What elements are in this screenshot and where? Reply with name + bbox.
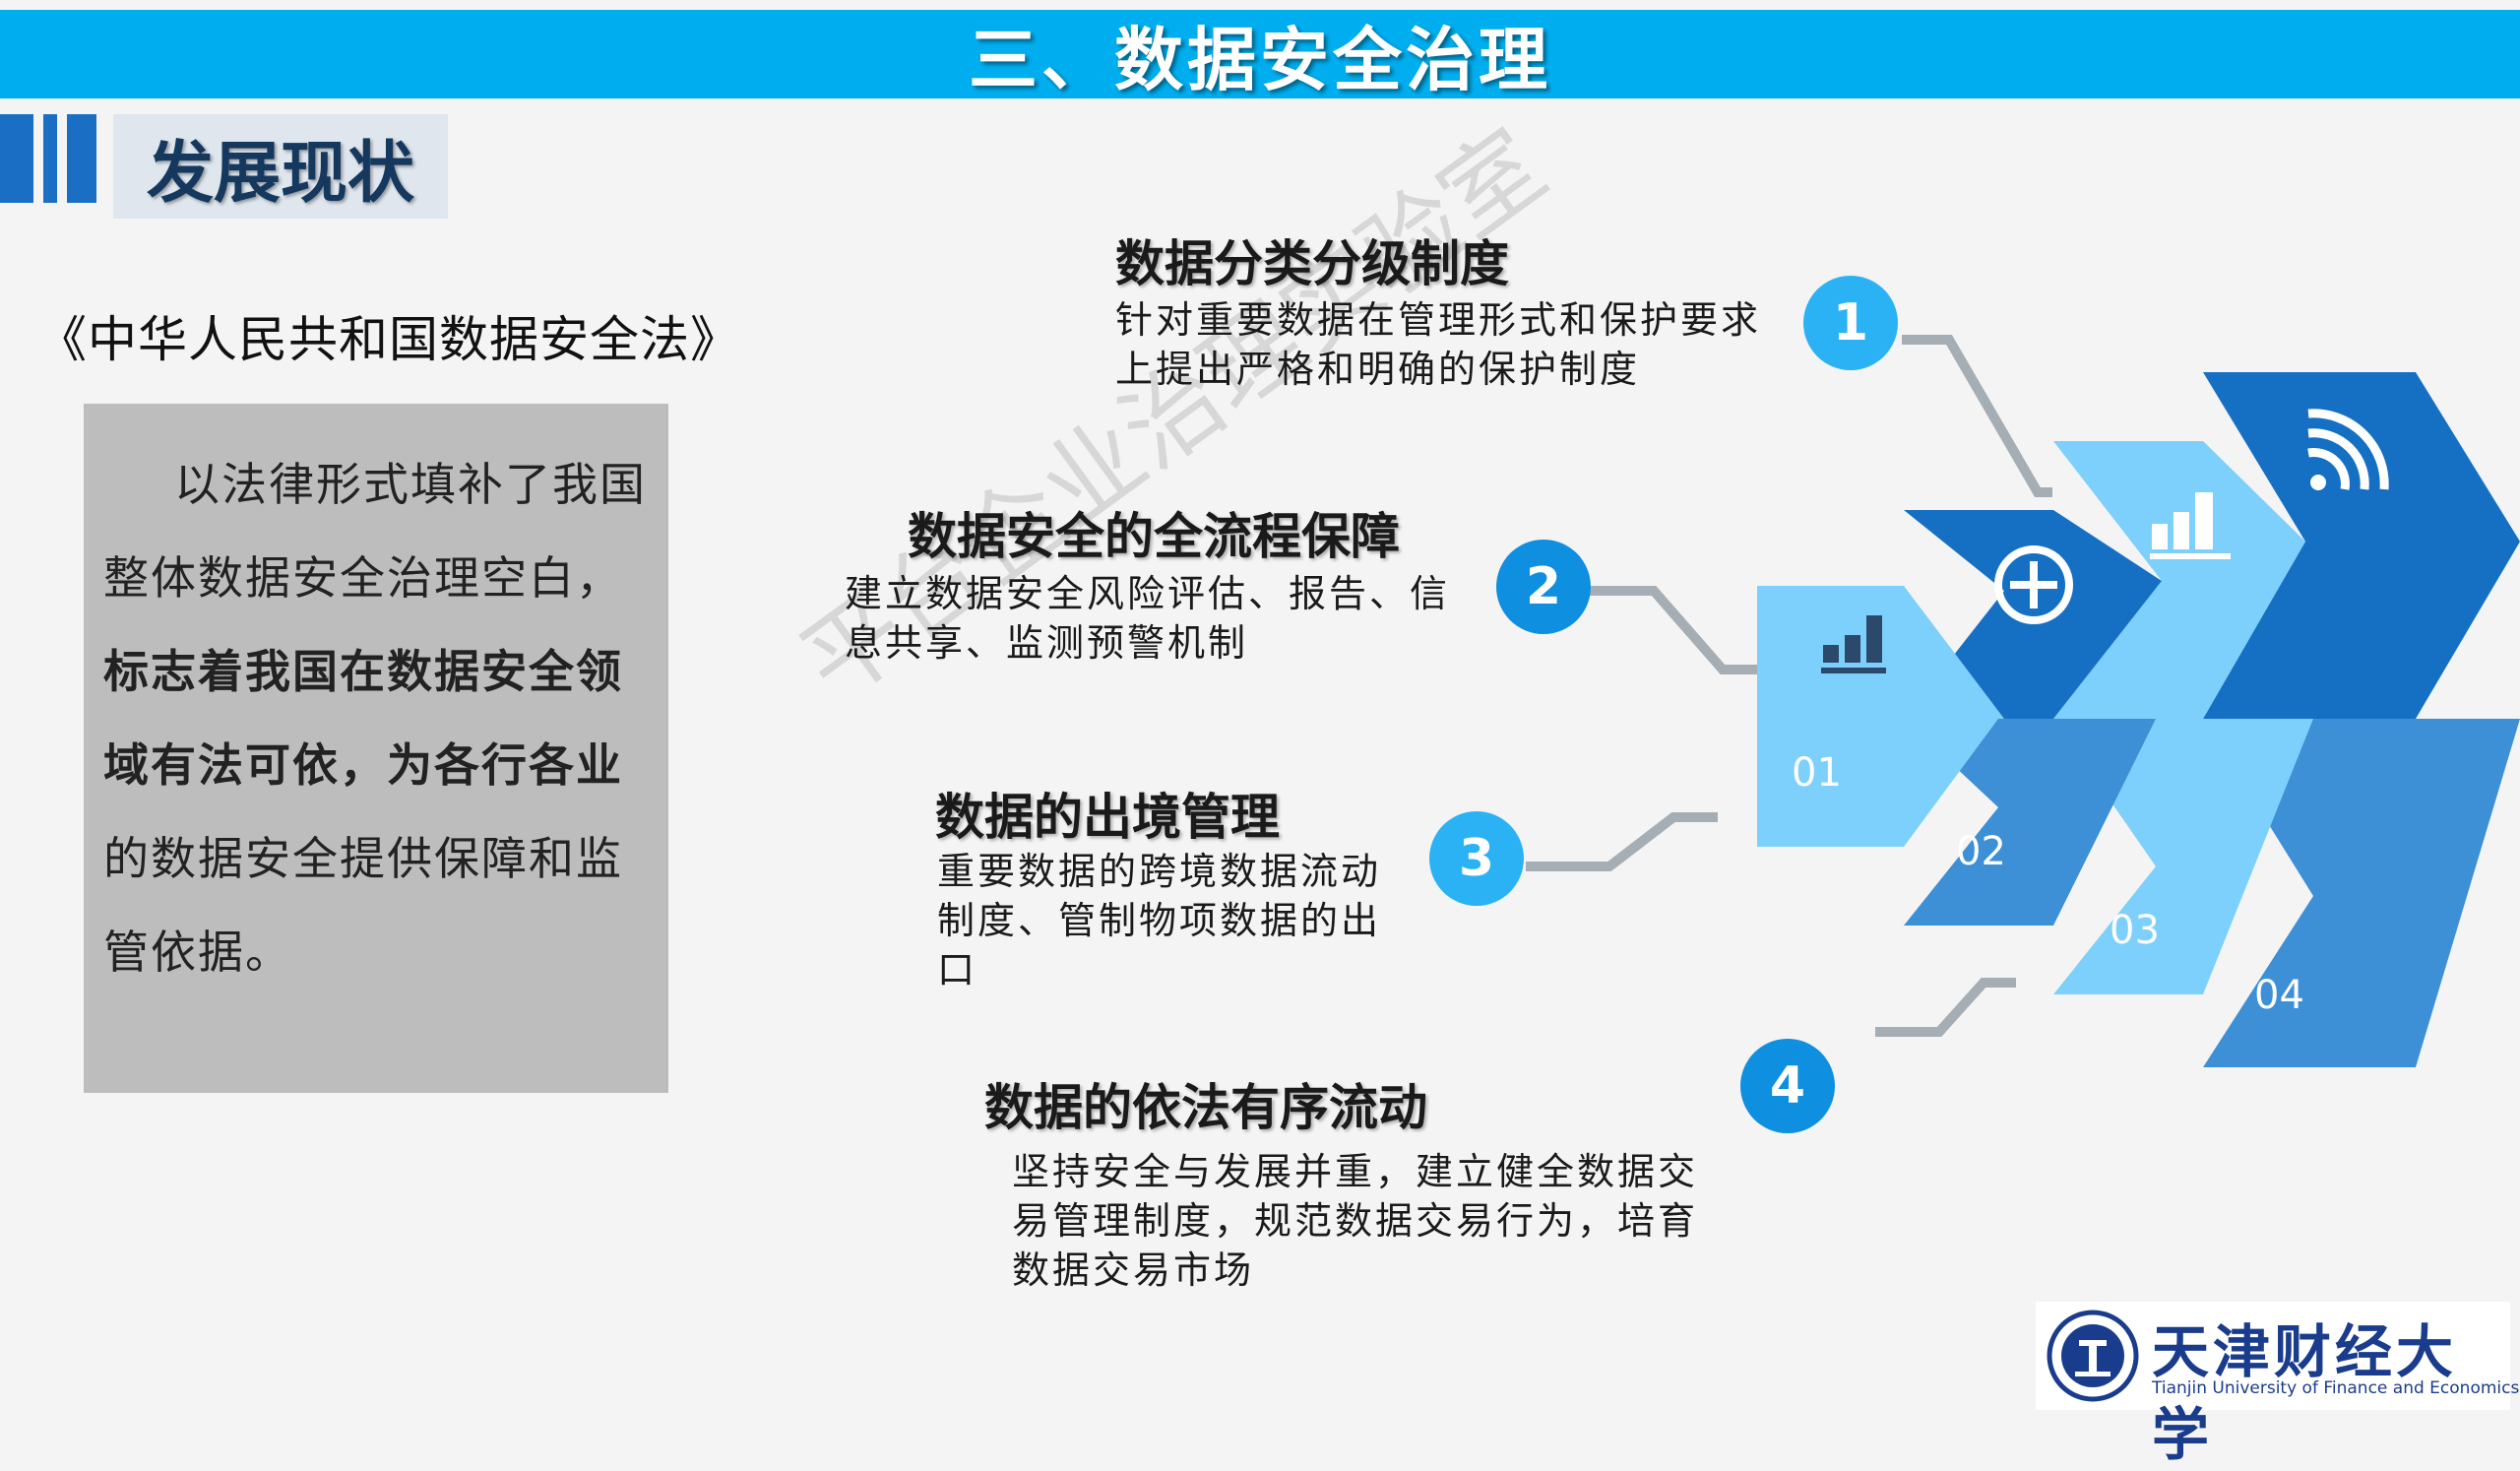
chevron-03-top: [2053, 441, 2305, 719]
step-number: 04: [2254, 973, 2304, 1018]
item-description-line: 口: [937, 948, 978, 991]
law-title: 《中华人民共和国数据安全法》: [37, 311, 740, 368]
law-summary-box: 以法律形式填补了我国 整体数据安全治理空白， 标志着我国在数据安全领 域有法可依…: [84, 404, 668, 1093]
chevron-02-top: [1904, 510, 2162, 719]
bar-chart-icon: [1821, 615, 1886, 673]
item-description-line: 建立数据安全风险评估、报告、信: [845, 572, 1451, 615]
law-line: 管依据。: [103, 926, 292, 979]
chevron-02-bottom: [1904, 719, 2156, 926]
law-line: 标志着我国在数据安全领: [103, 645, 623, 698]
item-description-line: 制度、管制物项数据的出: [937, 899, 1382, 942]
item-number-circle: 1: [1803, 276, 1898, 370]
item-number-circle: 3: [1429, 811, 1524, 906]
item-number-circle: 4: [1740, 1039, 1835, 1133]
university-logo: 天津财经大学 Tianjin University of Finance and…: [2036, 1302, 2519, 1468]
law-line: 以法律形式填补了我国: [174, 458, 647, 511]
item-description-line: 数据交易市场: [1012, 1248, 1255, 1292]
section-marker: [0, 114, 108, 203]
connector-line-1: [1902, 335, 2052, 497]
law-line: 的数据安全提供保障和监: [103, 832, 623, 885]
title-bar: 三、数据安全治理: [0, 10, 2520, 100]
item-title: 数据安全的全流程保障: [908, 508, 1400, 565]
item-description: 针对重要数据在管理形式和保护要求 上提出严格和明确的保护制度: [1115, 295, 1761, 394]
item-description-line: 易管理制度，规范数据交易行为，培育: [1012, 1199, 1699, 1243]
item-description: 建立数据安全风险评估、报告、信 息共享、监测预警机制: [845, 569, 1450, 668]
law-line: 整体数据安全治理空白，: [103, 551, 623, 605]
step-number: 01: [1792, 750, 1842, 796]
item-description-line: 重要数据的跨境数据流动: [937, 850, 1382, 893]
item-description-line: 息共享、监测预警机制: [845, 621, 1249, 665]
item-description: 重要数据的跨境数据流动 制度、管制物项数据的出 口: [937, 847, 1381, 994]
item-description-line: 坚持安全与发展并重，建立健全数据交: [1012, 1150, 1699, 1193]
section-title: 发展现状: [146, 134, 414, 213]
bar-chart-icon: [2150, 492, 2231, 559]
university-emblem-icon: [2047, 1310, 2139, 1402]
chevron-01-bottom: [1757, 719, 1998, 847]
step-arrows-graphic: [1526, 335, 2520, 1067]
chevron-04-top: [2203, 372, 2520, 719]
item-title: 数据分类分级制度: [1115, 235, 1509, 292]
item-description-line: 上提出严格和明确的保护制度: [1115, 348, 1641, 391]
item-description-line: 针对重要数据在管理形式和保护要求: [1115, 298, 1762, 342]
item-number-circle: 2: [1496, 540, 1591, 634]
connector-line-2: [1590, 586, 1762, 674]
chevron-04-bottom: [2203, 719, 2520, 1067]
item-description: 坚持安全与发展并重，建立健全数据交 易管理制度，规范数据交易行为，培育 数据交易…: [1012, 1147, 1698, 1295]
connector-line-4: [1875, 978, 2016, 1037]
plus-circle-icon: [1994, 545, 2073, 624]
step-number: 03: [2110, 908, 2160, 953]
item-title: 数据的出境管理: [935, 789, 1280, 846]
connector-line-3: [1526, 812, 1718, 871]
university-name-en: Tianjin University of Finance and Econom…: [2152, 1378, 2520, 1398]
step-number: 02: [1956, 829, 2006, 874]
wifi-signal-icon: [2307, 409, 2389, 490]
section-heading: 发展现状: [113, 114, 448, 219]
page-title: 三、数据安全治理: [969, 19, 1551, 100]
item-title: 数据的依法有序流动: [984, 1079, 1427, 1136]
law-line: 域有法可依，为各行各业: [103, 738, 623, 792]
